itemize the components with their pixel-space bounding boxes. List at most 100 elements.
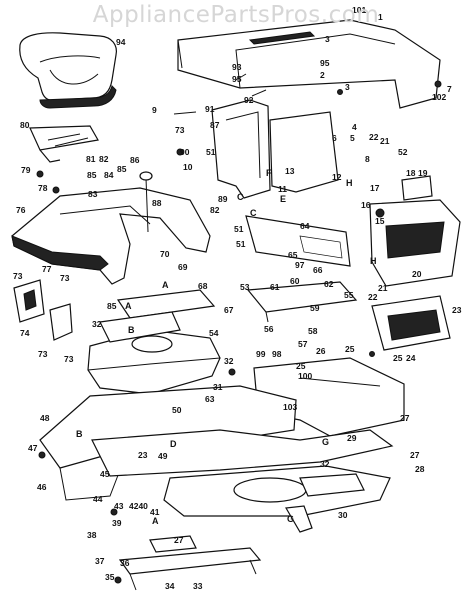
callout-c30: 30 [338, 510, 348, 520]
fender [11, 187, 211, 285]
callout-c22a: 22 [369, 132, 379, 142]
callout-c82a: 82 [99, 154, 109, 164]
callout-c87: 87 [210, 120, 220, 130]
callout-c56: 56 [264, 324, 274, 334]
callout-c48: 48 [40, 413, 50, 423]
callout-c23b: 23 [138, 450, 148, 460]
callout-c66: 66 [313, 265, 323, 275]
callout-c91: 91 [205, 104, 215, 114]
callout-c27a: 27 [400, 413, 410, 423]
callout-c79: 79 [21, 165, 31, 175]
callout-c2: 2 [320, 70, 325, 80]
tank-bracket [116, 289, 216, 319]
callout-cB2: B [76, 429, 83, 439]
callout-cH1: H [346, 178, 353, 188]
callout-c69: 69 [178, 262, 188, 272]
callout-c59: 59 [310, 303, 320, 313]
callout-cA1: A [162, 280, 169, 290]
callout-cC1: C [237, 192, 244, 202]
callout-c74: 74 [20, 328, 30, 338]
callout-c27b: 27 [410, 450, 420, 460]
callout-c92: 92 [244, 95, 254, 105]
callout-c3a: 3 [325, 34, 330, 44]
callout-c97: 97 [295, 260, 305, 270]
callout-cA3: A [152, 516, 159, 526]
callout-c54: 54 [209, 328, 219, 338]
callout-c24: 24 [406, 353, 416, 363]
callout-c102: 102 [432, 92, 446, 102]
callout-c22b: 22 [368, 292, 378, 302]
callout-c73d: 73 [38, 349, 48, 359]
callout-c99: 99 [256, 349, 266, 359]
callout-c62: 62 [324, 279, 334, 289]
callout-c78: 78 [38, 183, 48, 193]
callout-c28: 28 [415, 464, 425, 474]
seat [19, 32, 117, 109]
callout-c16: 16 [361, 200, 371, 210]
callout-c55: 55 [344, 290, 354, 300]
callout-c68: 68 [198, 281, 208, 291]
callout-c80: 80 [20, 120, 30, 130]
callout-c11: 11 [278, 184, 287, 194]
callout-c53: 53 [240, 282, 250, 292]
callout-c51a: 51 [206, 147, 216, 157]
callout-c19: 19 [418, 168, 428, 178]
callout-c5: 5 [350, 133, 355, 143]
console [246, 281, 358, 323]
running-board [91, 429, 394, 477]
callout-c15: 15 [375, 216, 385, 226]
support-bracket [99, 311, 181, 343]
hood [177, 19, 441, 109]
callout-c10a: 10 [183, 162, 193, 172]
callout-c90: 90 [180, 147, 190, 157]
front-axle [118, 535, 262, 591]
callout-c36: 36 [120, 558, 130, 568]
callout-c1: 1 [378, 12, 383, 22]
callout-c38: 38 [87, 530, 97, 540]
callout-c84: 84 [104, 170, 114, 180]
callout-c45: 45 [100, 469, 110, 479]
callout-c85c: 85 [107, 301, 117, 311]
callout-c29: 29 [347, 433, 357, 443]
dash-panel [211, 99, 339, 199]
callout-c70: 70 [160, 249, 170, 259]
callout-c32c: 32 [320, 459, 330, 469]
callout-c44: 44 [93, 494, 103, 504]
callout-c34: 34 [165, 581, 175, 591]
callout-c49: 49 [158, 451, 168, 461]
callout-c27c: 27 [174, 535, 184, 545]
callout-c32a: 32 [92, 319, 102, 329]
callout-c76: 76 [16, 205, 26, 215]
callout-cC2: C [250, 208, 257, 218]
callout-c73a: 73 [175, 125, 185, 135]
seat-bracket [29, 125, 99, 163]
callout-c82b: 82 [210, 205, 220, 215]
throttle-control [13, 279, 73, 341]
callout-c13: 13 [285, 166, 295, 176]
callout-c35: 35 [105, 572, 115, 582]
callout-c51b: 51 [234, 224, 244, 234]
callout-c37: 37 [95, 556, 105, 566]
callout-c6: 6 [332, 133, 337, 143]
callout-c65: 65 [288, 250, 298, 260]
fuel-tank [87, 329, 221, 395]
callout-cE: E [280, 194, 286, 204]
callout-c73c: 73 [60, 273, 70, 283]
callout-c26: 26 [316, 346, 326, 356]
headlight-bracket [245, 215, 351, 267]
callout-c83: 83 [88, 189, 98, 199]
callout-c25c: 25 [296, 361, 306, 371]
callout-c51c: 51 [236, 239, 246, 249]
callout-c81: 81 [86, 154, 96, 164]
callout-c95b: 95 [320, 58, 330, 68]
callout-c50: 50 [172, 405, 182, 415]
callout-c18: 18 [406, 168, 416, 178]
callout-c3b: 3 [345, 82, 350, 92]
callout-c64: 64 [300, 221, 310, 231]
callout-c88: 88 [152, 198, 162, 208]
callout-c95a: 95 [232, 74, 242, 84]
callout-c89: 89 [218, 194, 228, 204]
